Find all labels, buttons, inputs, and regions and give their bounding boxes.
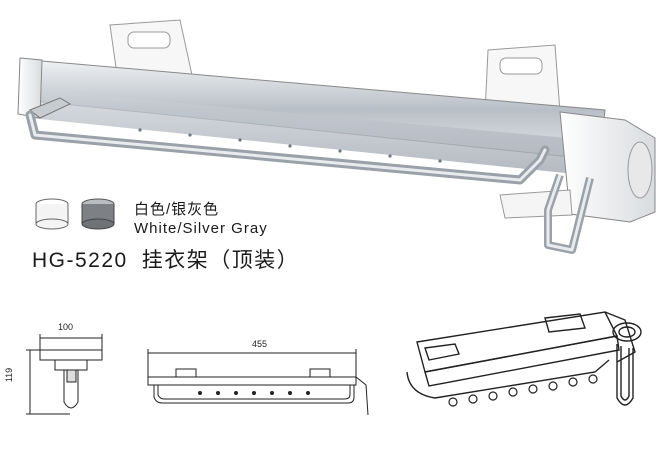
product-name-cn: 挂衣架（顶装）: [141, 249, 300, 272]
model-line: HG-5220 挂衣架（顶装）: [32, 244, 313, 274]
dimension-height: 119: [4, 367, 15, 383]
front-view-drawing: [147, 349, 369, 416]
dimension-width: 100: [58, 322, 74, 332]
product-photo: [17, 19, 656, 254]
color-label-cn: 白色/银灰色: [134, 201, 220, 218]
model-number: HG-5220: [32, 249, 128, 272]
side-view-drawing: [26, 334, 103, 415]
swatch-white: [35, 198, 69, 230]
isometric-drawing: [406, 311, 642, 407]
color-swatches: [35, 198, 115, 230]
swatch-silver-gray: [81, 198, 115, 230]
dimension-length: 455: [252, 339, 268, 349]
color-label-en: White/Silver Gray: [134, 220, 268, 237]
